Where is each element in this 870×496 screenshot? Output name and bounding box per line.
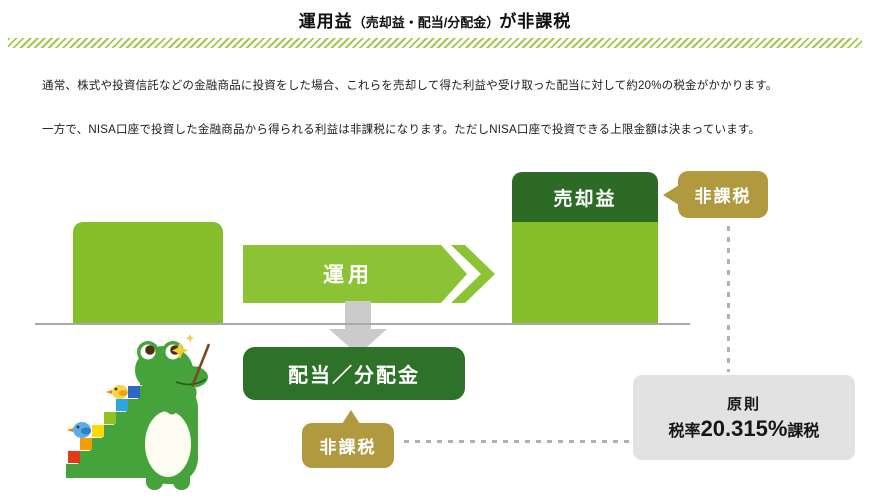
capital-gain-principal-part — [512, 222, 658, 323]
title-main-prefix: 運用益 — [298, 12, 353, 31]
dotted-line-horizontal — [404, 440, 630, 443]
yellow-bird-icon — [106, 385, 128, 399]
investment-principal-box — [73, 222, 223, 323]
dotted-line-vertical — [727, 226, 730, 372]
dividend-box: 配当／分配金 — [243, 347, 465, 400]
tax-free-bubble-bottom: 非課税 — [302, 410, 394, 468]
intro-paragraph-1: 通常、株式や投資信託などの金融商品に投資をした場合、これらを売却して得た利益や受… — [42, 80, 778, 92]
tax-rate-prefix: 税率 — [668, 423, 701, 440]
title-paren: （売却益・配当/分配金） — [352, 15, 500, 30]
capital-gain-tower: 売却益 — [512, 172, 658, 323]
tax-note-box: 原則 税率20.315%課税 — [633, 375, 855, 460]
tax-rate-value: 20.315% — [700, 416, 788, 441]
capital-gain-label: 売却益 — [512, 172, 658, 222]
intro-paragraph-2: 一方で、NISA口座で投資した金融商品から得られる利益は非課税になります。ただし… — [42, 124, 761, 136]
down-arrow-icon — [329, 301, 387, 355]
tax-note-line2: 税率20.315%課税 — [669, 416, 820, 442]
title-main-suffix: が非課税 — [499, 12, 572, 31]
tax-note-line1: 原則 — [726, 396, 761, 413]
operation-arrow-label: 運用 — [323, 264, 373, 287]
operation-arrow-icon — [243, 245, 495, 303]
crocodile-mascot-icon — [66, 334, 211, 490]
tax-rate-suffix: 課税 — [787, 423, 820, 440]
page-title: 運用益（売却益・配当/分配金）が非課税 — [0, 7, 870, 32]
baseline — [35, 323, 690, 325]
tax-free-bubble-top: 非課税 — [678, 171, 768, 218]
blue-bird-icon — [67, 422, 91, 438]
striped-divider — [8, 38, 862, 48]
